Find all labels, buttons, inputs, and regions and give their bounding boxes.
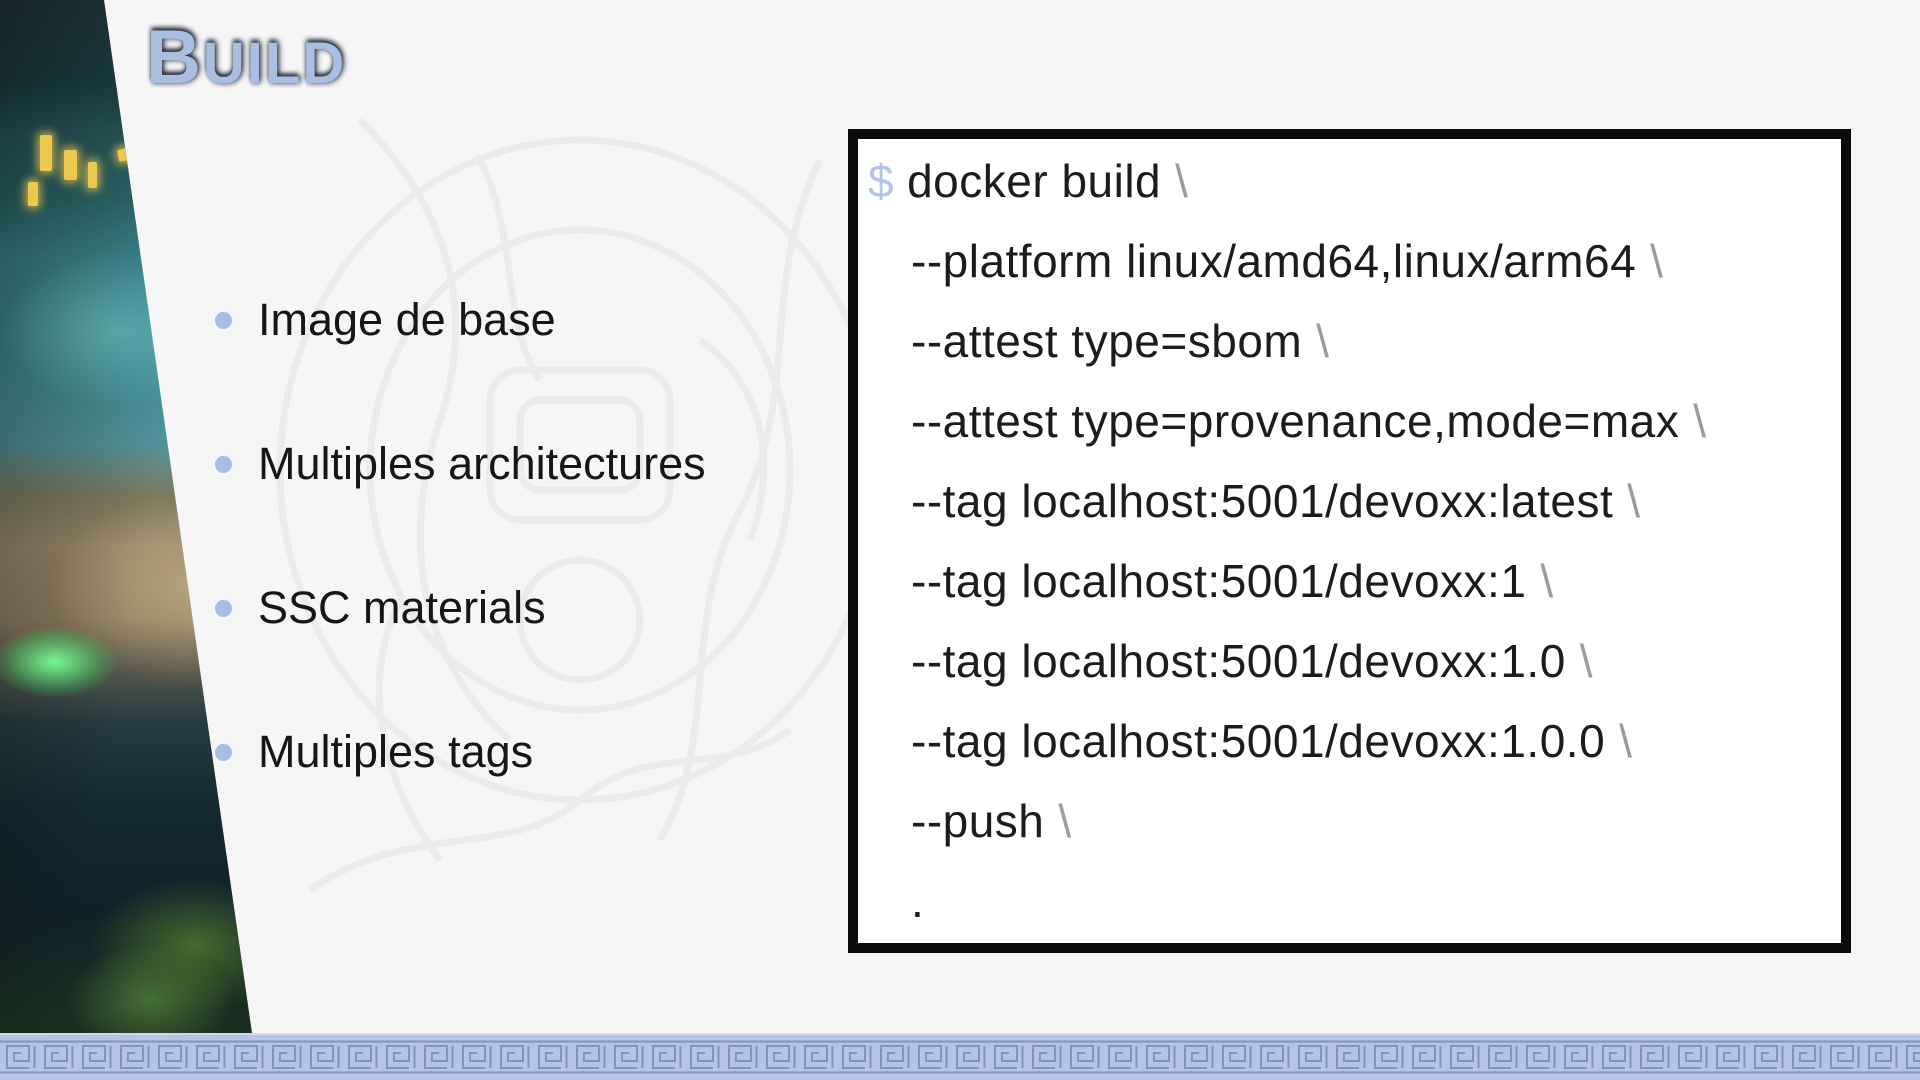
- code-text: --tag localhost:5001/devoxx:latest: [911, 475, 1614, 527]
- code-line: --platform linux/amd64,linux/arm64\: [868, 221, 1841, 301]
- code-text: --tag localhost:5001/devoxx:1.0: [911, 635, 1566, 687]
- page-title-rest: UILD: [202, 31, 347, 96]
- lit-window-shape: [88, 162, 97, 188]
- code-text: --tag localhost:5001/devoxx:1: [911, 555, 1527, 607]
- code-line: --tag localhost:5001/devoxx:1\: [868, 541, 1841, 621]
- bullet-label: Image de base: [258, 294, 556, 345]
- code-panel: $docker build\ --platform linux/amd64,li…: [848, 129, 1851, 953]
- code-text: docker build: [907, 155, 1162, 207]
- bullet-dot-icon: [215, 455, 232, 473]
- code-line: --push\: [868, 781, 1841, 861]
- bullet-dot-icon: [215, 311, 232, 329]
- line-continuation: \: [1650, 235, 1664, 287]
- shell-prompt: $: [868, 155, 895, 207]
- code-line: $docker build\: [868, 141, 1841, 221]
- code-text: --tag localhost:5001/devoxx:1.0.0: [911, 715, 1606, 767]
- lit-window-shape: [40, 135, 52, 171]
- bullet-dot-icon: [215, 599, 232, 617]
- line-continuation: \: [1693, 395, 1707, 447]
- line-continuation: \: [1316, 315, 1330, 367]
- code-line: --tag localhost:5001/devoxx:1.0\: [868, 621, 1841, 701]
- code-text: --attest type=provenance,mode=max: [911, 395, 1680, 447]
- code-text: --push: [911, 795, 1045, 847]
- code-line: --attest type=sbom\: [868, 301, 1841, 381]
- bullet-label: Multiples architectures: [258, 438, 706, 489]
- code-text: .: [911, 875, 925, 927]
- greek-key-border: [0, 1033, 1920, 1080]
- code-text: --attest type=sbom: [911, 315, 1303, 367]
- line-continuation: \: [1540, 555, 1554, 607]
- page-title-initial: B: [146, 15, 203, 100]
- bullet-dot-icon: [215, 743, 232, 761]
- bullet-label: Multiples tags: [258, 726, 534, 777]
- code-text: --platform linux/amd64,linux/arm64: [911, 235, 1637, 287]
- greek-key-pattern-icon: [0, 1040, 1920, 1074]
- lit-window-shape: [28, 182, 38, 206]
- line-continuation: \: [1579, 635, 1594, 687]
- lit-window-shape: [64, 150, 77, 180]
- code-line: --attest type=provenance,mode=max\: [868, 381, 1841, 461]
- bullet-label: SSC materials: [258, 582, 546, 633]
- list-item: Image de base: [215, 292, 706, 348]
- line-continuation: \: [1627, 475, 1641, 527]
- bullet-list: Image de base Multiples architectures SS…: [215, 292, 706, 868]
- code-line: .: [868, 861, 1841, 941]
- lit-window-shape: [116, 146, 140, 162]
- list-item: Multiples tags: [215, 724, 706, 780]
- list-item: Multiples architectures: [215, 436, 706, 492]
- code-line: --tag localhost:5001/devoxx:1.0.0\: [868, 701, 1841, 781]
- line-continuation: \: [1619, 715, 1633, 767]
- line-continuation: \: [1175, 155, 1189, 207]
- page-title: BUILD: [146, 14, 346, 101]
- code-line: --tag localhost:5001/devoxx:latest\: [868, 461, 1841, 541]
- line-continuation: \: [1058, 795, 1072, 847]
- list-item: SSC materials: [215, 580, 706, 636]
